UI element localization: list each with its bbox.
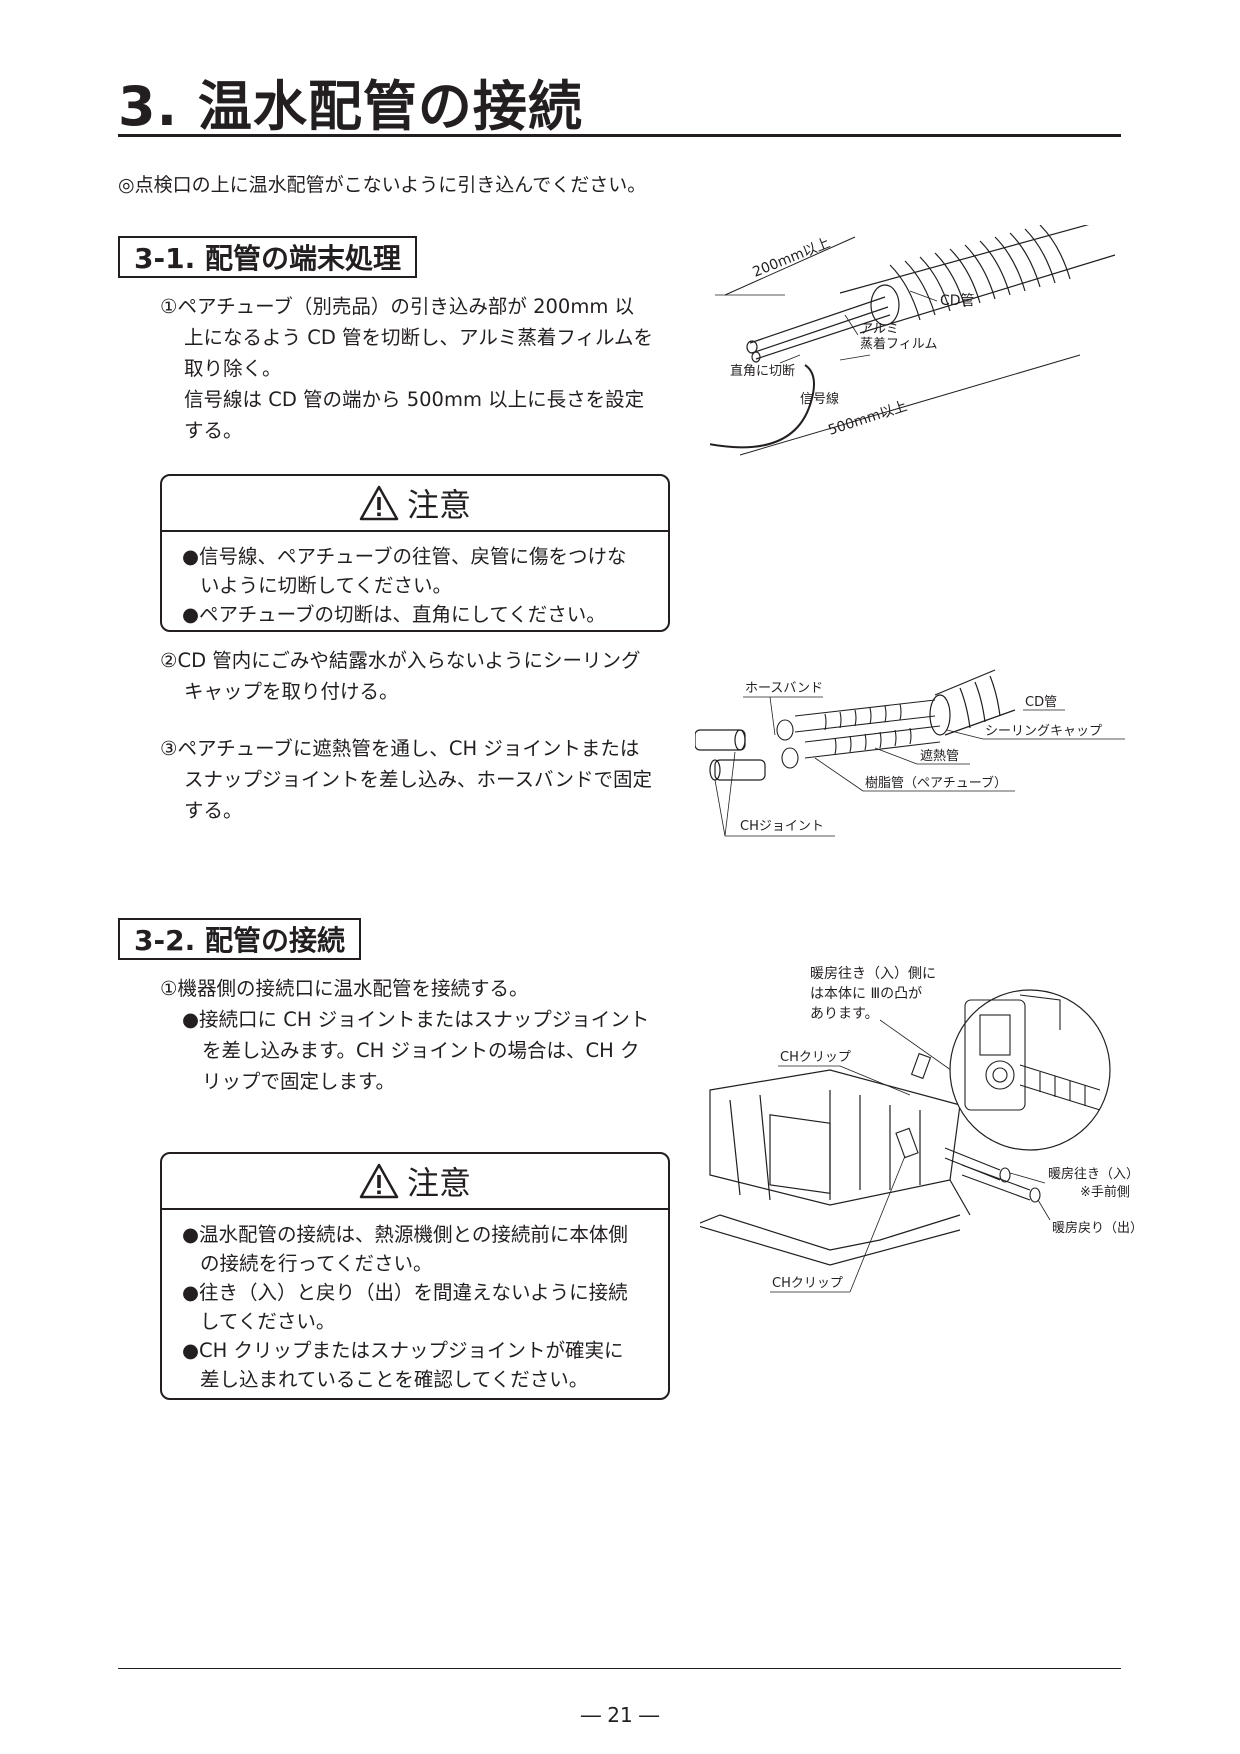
resin-pipe-label: 樹脂管（ペアチューブ） bbox=[865, 775, 1007, 791]
caution-line: ●往き（入）と戻り（出）を間違えないように接続 bbox=[182, 1281, 628, 1304]
alumi-label-1: アルミ bbox=[860, 322, 899, 337]
section2-step1: ①機器側の接続口に温水配管を接続する。 ●接続口に CH ジョイントまたはスナッ… bbox=[160, 973, 690, 1097]
step1-line: リップで固定します。 bbox=[202, 1070, 396, 1093]
hoseband-label: ホースバンド bbox=[745, 681, 823, 696]
section1-step3: ③ペアチューブに遮熱管を通し、CH ジョイントまたは スナップジョイントを差し込… bbox=[160, 733, 690, 826]
step2-line: キャップを取り付ける。 bbox=[184, 680, 399, 703]
note-line-1: 暖房往き（入）側に bbox=[810, 966, 936, 982]
heat-shield-label: 遮熱管 bbox=[920, 748, 959, 764]
dim-200-label: 200mm以上 bbox=[751, 235, 833, 281]
figure-unit-connection: 暖房往き（入）側に は本体に Ⅲの凸が あります。 CHクリップ 暖房往き（入） bbox=[700, 966, 1140, 1293]
caution-line: ●信号線、ペアチューブの往管、戻管に傷をつけな bbox=[182, 545, 627, 568]
caution-box-1: 注意 ●信号線、ペアチューブの往管、戻管に傷をつけな いように切断してください。… bbox=[160, 474, 670, 632]
step1-line: を差し込みます。CH ジョイントの場合は、CH ク bbox=[202, 1039, 640, 1062]
step3-line: ③ペアチューブに遮熱管を通し、CH ジョイントまたは bbox=[160, 737, 640, 760]
cut-label: 直角に切断 bbox=[730, 364, 795, 379]
warning-triangle-icon bbox=[359, 485, 399, 521]
section1-step2: ②CD 管内にごみや結露水が入らないようにシーリング キャップを取り付ける。 bbox=[160, 645, 690, 707]
caution-box-2: 注意 ●温水配管の接続は、熱源機側との接続前に本体側 の接続を行ってください。 … bbox=[160, 1152, 670, 1400]
step3-line: スナップジョイントを差し込み、ホースバンドで固定 bbox=[184, 768, 653, 791]
supply-note: ※手前側 bbox=[1080, 1184, 1130, 1200]
step1-line: ①機器側の接続口に温水配管を接続する。 bbox=[160, 977, 529, 1000]
note-line-2: は本体に Ⅲの凸が bbox=[810, 986, 922, 1002]
cd-pipe-label-2: CD管 bbox=[1025, 695, 1057, 710]
caution-line: の接続を行ってください。 bbox=[200, 1252, 433, 1275]
step1-line: 信号線は CD 管の端から 500mm 以上に長さを設定 bbox=[184, 388, 645, 411]
step1-line: 上になるよう CD 管を切断し、アルミ蒸着フィルムを bbox=[184, 326, 654, 349]
alumi-label-2: 蒸着フィルム bbox=[860, 336, 937, 352]
footer-rule bbox=[118, 1668, 1121, 1669]
signal-label: 信号線 bbox=[800, 391, 839, 407]
ch-clip-top-label: CHクリップ bbox=[780, 1050, 851, 1065]
caution-title: 注意 bbox=[406, 1164, 471, 1202]
section1-step1: ①ペアチューブ（別売品）の引き込み部が 200mm 以 上になるよう CD 管を… bbox=[160, 291, 690, 446]
sealing-cap-label: シーリングキャップ bbox=[985, 724, 1102, 739]
caution-title: 注意 bbox=[406, 486, 471, 524]
step2-line: ②CD 管内にごみや結露水が入らないようにシーリング bbox=[160, 649, 641, 672]
caution-line: してください。 bbox=[200, 1310, 336, 1333]
caution-text: ●温水配管の接続は、熱源機側との接続前に本体側 の接続を行ってください。 ●往き… bbox=[162, 1210, 668, 1394]
caution-line: ●ペアチューブの切断は、直角にしてください。 bbox=[182, 603, 606, 626]
section-heading-3-2: 3-2. 配管の接続 bbox=[118, 918, 361, 960]
supply-label: 暖房往き（入） bbox=[1048, 1166, 1139, 1182]
caution-line: いように切断してください。 bbox=[200, 574, 452, 597]
step1-line: 取り除く。 bbox=[184, 357, 282, 380]
page-title: 3. 温水配管の接続 bbox=[118, 75, 583, 138]
caution-header: 注意 bbox=[162, 476, 668, 532]
caution-text: ●信号線、ペアチューブの往管、戻管に傷をつけな いように切断してください。 ●ペ… bbox=[162, 532, 668, 629]
figure-joint-assembly: ホースバンド CD管 シーリングキャップ 遮熱管 樹脂管（ペアチューブ） bbox=[695, 669, 1125, 837]
return-label: 暖房戻り（出） bbox=[1052, 1220, 1140, 1236]
page-number: ― 21 ― bbox=[580, 1703, 660, 1727]
section-heading-3-1: 3-1. 配管の端末処理 bbox=[118, 236, 417, 278]
step1-line: ●接続口に CH ジョイントまたはスナップジョイント bbox=[182, 1008, 650, 1031]
note-line-3: あります。 bbox=[810, 1006, 879, 1022]
cd-pipe-label: CD管 bbox=[940, 293, 975, 309]
step1-line: ①ペアチューブ（別売品）の引き込み部が 200mm 以 bbox=[160, 295, 635, 318]
intro-note: ◎点検口の上に温水配管がこないように引き込んでください。 bbox=[118, 174, 647, 196]
title-underline bbox=[118, 134, 1121, 137]
caution-header: 注意 bbox=[162, 1154, 668, 1210]
caution-line: ●CH クリップまたはスナップジョイントが確実に bbox=[182, 1339, 624, 1362]
caution-line: 差し込まれていることを確認してください。 bbox=[200, 1368, 589, 1391]
warning-triangle-icon bbox=[359, 1163, 399, 1199]
step1-line: する。 bbox=[184, 419, 243, 442]
step3-line: する。 bbox=[184, 799, 243, 822]
ch-clip-bottom-label: CHクリップ bbox=[772, 1276, 843, 1291]
caution-line: ●温水配管の接続は、熱源機側との接続前に本体側 bbox=[182, 1223, 628, 1246]
ch-joint-label: CHジョイント bbox=[740, 819, 824, 834]
figure-pipe-end-treatment: 200mm以上 CD管 アルミ 蒸着フィルム 直角に切断 信号線 500mm以上 bbox=[710, 225, 1116, 456]
